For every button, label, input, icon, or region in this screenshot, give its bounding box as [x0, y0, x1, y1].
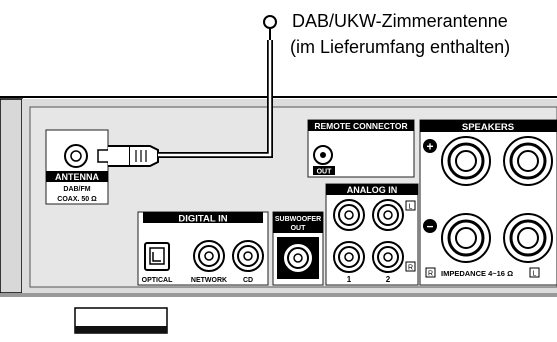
- analog-jack-1-r[interactable]: [333, 241, 365, 273]
- remote-jack-pin: [320, 152, 326, 158]
- antenna-sub2: COAX. 50 Ω: [57, 196, 97, 203]
- remote-out-label: OUT: [317, 169, 333, 176]
- subwoofer-jack[interactable]: [282, 242, 314, 274]
- antenna-caption-line1: DAB/UKW-Zimmerantenne: [292, 11, 508, 31]
- speaker-minus-label: −: [426, 220, 433, 234]
- speaker-r-box: [425, 267, 436, 278]
- subwoofer-line2: OUT: [291, 225, 307, 232]
- subwoofer-line1: SUBWOOFER: [275, 216, 321, 223]
- cd-coax-jack[interactable]: [232, 240, 264, 272]
- analog-title-bar: [326, 184, 418, 195]
- remote-title-bar: [308, 120, 414, 131]
- analog-l-label: L: [409, 204, 413, 211]
- analog-jack-2-l[interactable]: [372, 199, 404, 231]
- speakers-title: SPEAKERS: [462, 122, 514, 133]
- speaker-r-label: R: [428, 271, 433, 278]
- speakers-title-bar: [420, 120, 557, 132]
- antenna-tip-icon: [263, 15, 277, 29]
- digital-title: DIGITAL IN: [178, 214, 227, 225]
- speaker-terminal-l-minus[interactable]: [503, 213, 553, 263]
- subwoofer-title-bar: [273, 212, 323, 233]
- remote-out-bar: [313, 166, 335, 175]
- network-label: NETWORK: [191, 277, 227, 284]
- antenna-plug-body: [108, 145, 131, 167]
- chassis-bottom: [0, 293, 557, 297]
- antenna-title: ANTENNA: [55, 172, 99, 182]
- speaker-l-label: L: [533, 271, 537, 278]
- digital-title-bar: [143, 212, 263, 223]
- antenna-sub1: DAB/FM: [63, 186, 90, 193]
- speaker-terminal-r-plus[interactable]: [441, 136, 491, 186]
- speaker-l-box: [529, 267, 540, 278]
- antenna-jack-inner: [70, 150, 82, 162]
- network-coax-jack[interactable]: [193, 240, 225, 272]
- chassis-side: [0, 98, 23, 294]
- speaker-terminal-r-minus[interactable]: [441, 213, 491, 263]
- analog-jack-1-l[interactable]: [333, 199, 365, 231]
- antenna-plug-grip: [130, 145, 159, 167]
- analog-input-2-label: 2: [386, 275, 391, 284]
- remote-title: REMOTE CONNECTOR: [314, 121, 407, 131]
- optical-label: OPTICAL: [142, 277, 173, 284]
- device-foot-shadow: [75, 326, 167, 333]
- antenna-plug-ridges: [135, 150, 147, 162]
- analog-l-box: [405, 200, 416, 211]
- speaker-minus-marker: [423, 219, 437, 233]
- speaker-plus-marker: [423, 139, 437, 153]
- speaker-terminal-l-plus[interactable]: [503, 136, 553, 186]
- optical-port[interactable]: [144, 242, 170, 271]
- antenna-title-bar: [46, 171, 108, 182]
- analog-jack-2-r[interactable]: [372, 241, 404, 273]
- antenna-cable: [158, 40, 272, 157]
- speaker-plus-label: +: [426, 140, 433, 154]
- analog-input-1-label: 1: [347, 275, 352, 284]
- antenna-caption-line2: (im Lieferumfang enthalten): [290, 37, 511, 57]
- analog-title: ANALOG IN: [347, 185, 398, 195]
- analog-r-label: R: [408, 265, 413, 272]
- analog-r-box: [405, 261, 416, 272]
- speaker-impedance: IMPEDANCE 4~16 Ω: [441, 269, 513, 278]
- cd-label: CD: [243, 277, 253, 284]
